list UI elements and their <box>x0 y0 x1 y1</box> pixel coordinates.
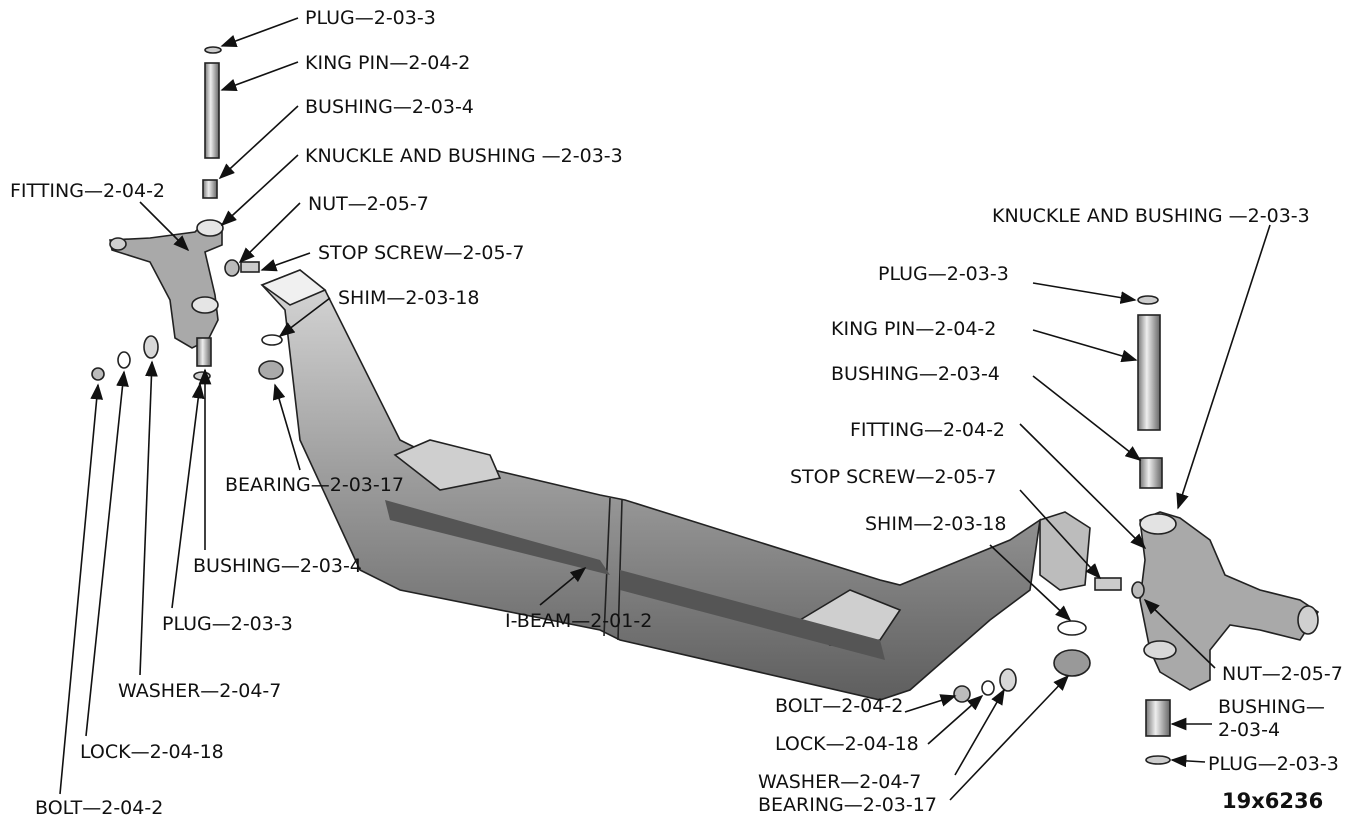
label-knuckle-left: KNUCKLE AND BUSHING —2-03-3 <box>305 145 623 167</box>
right-knuckle <box>1139 511 1320 691</box>
right-king-pin <box>1137 314 1161 431</box>
left-bolt <box>91 367 105 381</box>
left-knuckle <box>109 219 224 349</box>
label-shim-left: SHIM—2-03-18 <box>338 287 480 309</box>
label-bearing-left: BEARING—2-03-17 <box>225 474 404 496</box>
label-plug-top: PLUG—2-03-3 <box>305 7 436 29</box>
label-fitting-right: FITTING—2-04-2 <box>850 419 1005 441</box>
label-washer-left: WASHER—2-04-7 <box>118 680 281 702</box>
label-bolt-right: BOLT—2-04-2 <box>775 695 903 717</box>
figure-number: 19x6236 <box>1222 789 1323 813</box>
callout-labels: PLUG—2-03-3 KING PIN—2-04-2 BUSHING—2-03… <box>10 7 1343 818</box>
left-bearing <box>258 360 284 380</box>
label-bolt-left: BOLT—2-04-2 <box>35 797 163 818</box>
label-i-beam: I-BEAM—2-01-2 <box>505 610 652 632</box>
right-lock <box>981 680 995 696</box>
label-king-pin: KING PIN—2-04-2 <box>305 52 470 74</box>
left-king-pin <box>204 62 220 159</box>
left-lock <box>117 351 131 369</box>
label-plug-right-lower: PLUG—2-03-3 <box>1208 753 1339 775</box>
right-washer <box>999 668 1017 692</box>
label-fitting-left: FITTING—2-04-2 <box>10 180 165 202</box>
label-bushing-right-top: BUSHING—2-03-4 <box>831 363 1000 385</box>
right-stop-screw <box>1094 577 1122 591</box>
right-plug-lower <box>1145 755 1171 765</box>
left-nut <box>224 259 240 277</box>
label-shim-right: SHIM—2-03-18 <box>865 513 1007 535</box>
right-nut <box>1131 581 1145 599</box>
right-plug-top <box>1137 295 1159 305</box>
leader-lines <box>59 17 1271 801</box>
label-bearing-right: BEARING—2-03-17 <box>758 794 937 816</box>
label-bushing-right-lower-2: 2-03-4 <box>1218 719 1280 741</box>
left-washer <box>143 335 159 359</box>
right-bushing-top <box>1139 457 1163 489</box>
label-stop-screw-left: STOP SCREW—2-05-7 <box>318 242 525 264</box>
label-bushing-left-lower: BUSHING—2-03-4 <box>193 555 362 577</box>
label-knuckle-right: KNUCKLE AND BUSHING —2-03-3 <box>992 205 1310 227</box>
right-bolt <box>953 685 971 703</box>
label-plug-right-top: PLUG—2-03-3 <box>878 263 1009 285</box>
right-bearing <box>1053 649 1091 677</box>
label-stop-screw-right: STOP SCREW—2-05-7 <box>790 466 997 488</box>
label-king-pin-right: KING PIN—2-04-2 <box>831 318 996 340</box>
left-stop-screw <box>240 261 260 273</box>
label-plug-left-lower: PLUG—2-03-3 <box>162 613 293 635</box>
left-bushing-top <box>202 179 218 199</box>
label-washer-right: WASHER—2-04-7 <box>758 771 921 793</box>
left-plug-top <box>204 46 222 54</box>
label-bushing-top: BUSHING—2-03-4 <box>305 96 474 118</box>
left-plug-lower <box>193 371 211 381</box>
label-nut-right: NUT—2-05-7 <box>1222 663 1343 685</box>
left-shim <box>261 334 283 346</box>
label-nut-left: NUT—2-05-7 <box>308 193 429 215</box>
label-lock-right: LOCK—2-04-18 <box>775 733 919 755</box>
label-bushing-right-lower-1: BUSHING— <box>1218 696 1325 718</box>
right-shim <box>1057 620 1087 636</box>
label-lock-left: LOCK—2-04-18 <box>80 741 224 763</box>
left-bushing-lower <box>196 337 212 367</box>
right-bushing-lower <box>1145 699 1171 737</box>
i-beam <box>260 269 1091 701</box>
